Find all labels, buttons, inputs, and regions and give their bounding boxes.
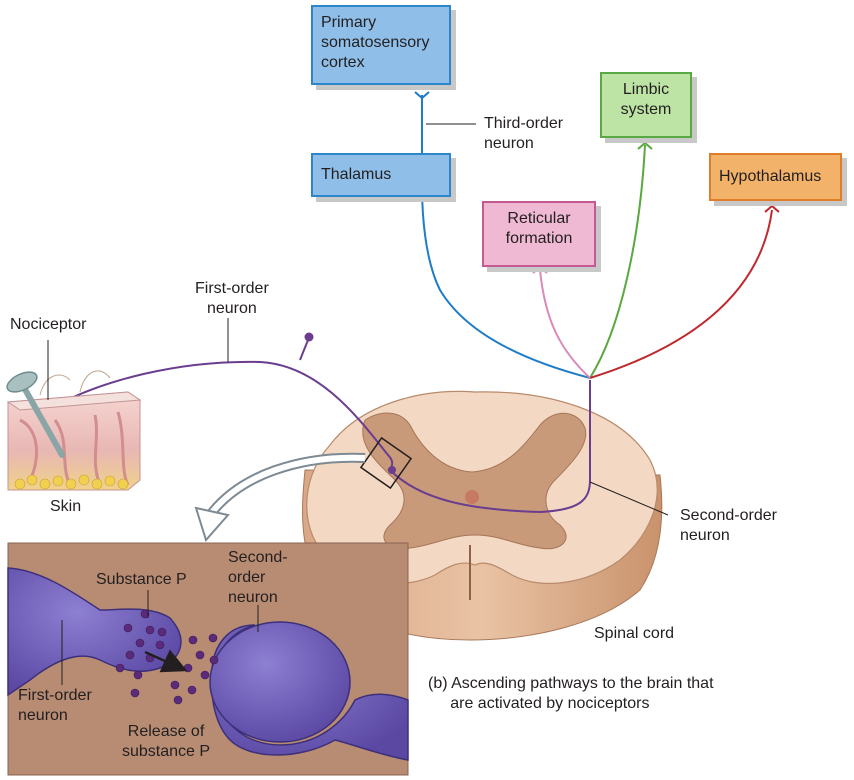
nail-icon	[6, 371, 65, 458]
synapse-highlight-box	[359, 436, 413, 490]
inset-label-second-order-neuron: Second- order neuron	[228, 549, 288, 606]
label-first-order-neuron: First-order neuron	[195, 280, 269, 317]
label-spinal-cord: Spinal cord	[594, 625, 675, 642]
box-primary-somatosensory-cortex: Primary somatosensory cortex	[311, 5, 451, 85]
first-order-neuron	[47, 332, 396, 474]
reticular-pathway	[539, 269, 591, 379]
figure-caption: (b) Ascending pathways to the brain that…	[428, 675, 714, 712]
inset-label-substance-p: Substance P	[96, 571, 187, 588]
label-third-order-neuron: Third-order neuron	[484, 115, 564, 152]
second-order-pointer	[589, 481, 669, 516]
first-order-cell-body	[304, 332, 314, 342]
label-nociceptor: Nociceptor	[10, 316, 87, 333]
box-hypothalamus: Hypothalamus	[709, 153, 842, 201]
box-reticular-formation: Reticular formation	[482, 201, 596, 267]
label-skin: Skin	[50, 498, 82, 515]
inset-label-first-order-neuron: First-order neuron	[18, 687, 92, 724]
second-order-neuron-fiber	[389, 380, 591, 514]
box-thalamus: Thalamus	[311, 153, 451, 197]
limbic-pathway	[589, 144, 646, 379]
spinal-cord-gray-matter	[362, 412, 587, 550]
hypothalamus-pathway	[589, 209, 773, 379]
central-canal	[465, 490, 479, 504]
thalamus-pathway	[421, 184, 591, 379]
box-limbic-system: Limbic system	[600, 72, 692, 138]
zoom-arrow	[194, 452, 366, 542]
synapse-inset	[7, 542, 409, 776]
label-second-order-neuron: Second-order neuron	[680, 507, 777, 544]
inset-label-release-of-substance-p: Release of substance P	[122, 723, 211, 760]
release-arrow	[144, 649, 188, 673]
